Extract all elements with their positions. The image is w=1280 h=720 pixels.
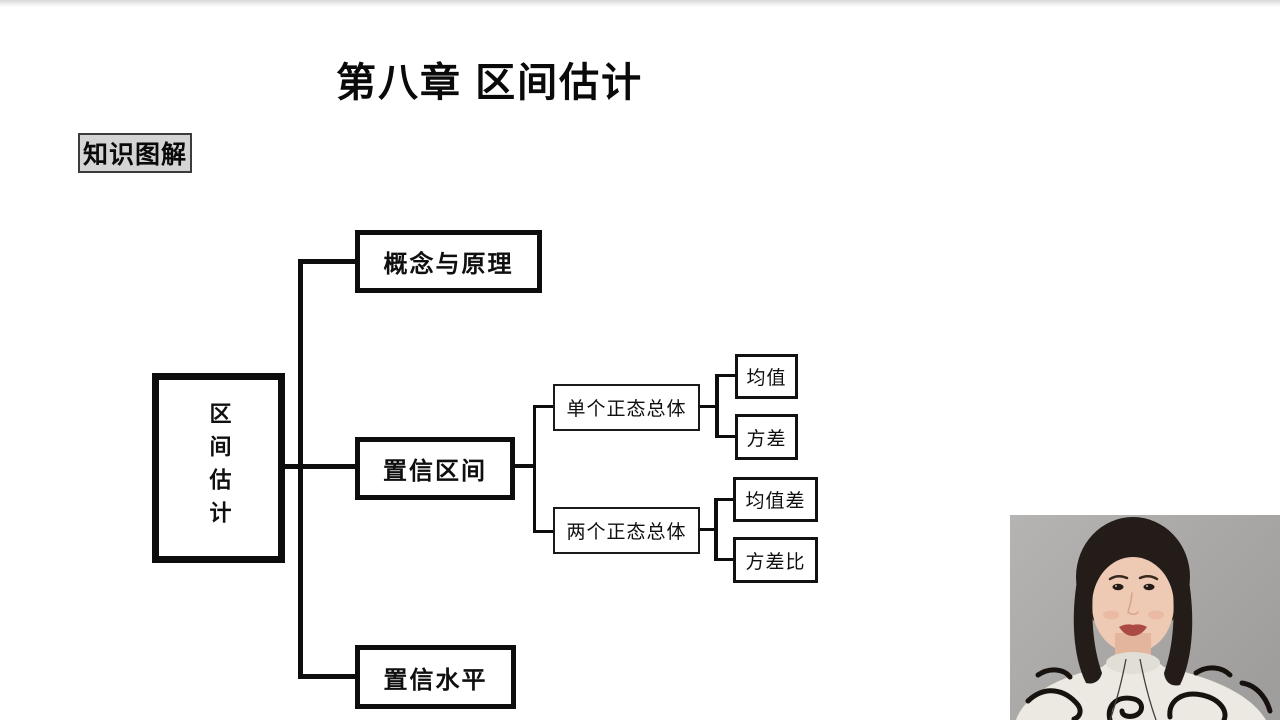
connector-ci-bracket xyxy=(533,405,536,533)
mindmap-node-confidence-interval: 置信区间 xyxy=(355,437,515,500)
mindmap-node-variance-ratio-label: 方差比 xyxy=(745,551,806,573)
connector-single-bracket xyxy=(715,374,719,438)
connector-two-out xyxy=(698,528,716,531)
presenter-webcam xyxy=(1010,515,1280,720)
connector-branch-concepts xyxy=(303,259,355,264)
slide-title: 第八章 区间估计 xyxy=(336,61,644,105)
mindmap-node-confidence-level: 置信水平 xyxy=(355,645,516,709)
mindmap-node-root-label: 区间估计 xyxy=(206,402,232,534)
presenter-illustration xyxy=(1010,515,1280,720)
mindmap-node-single-normal-label: 单个正态总体 xyxy=(566,399,687,420)
connector-trunk xyxy=(298,259,303,679)
mindmap-node-two-normal-label: 两个正态总体 xyxy=(566,522,687,543)
connector-single-to-mean xyxy=(715,374,735,377)
section-label-text: 知识图解 xyxy=(82,141,187,169)
section-label-badge: 知识图解 xyxy=(78,133,192,173)
connector-ci-to-single xyxy=(533,405,553,408)
mindmap-node-variance: 方差 xyxy=(735,414,798,460)
mindmap-node-variance-ratio: 方差比 xyxy=(733,537,818,583)
mindmap-node-concepts-label: 概念与原理 xyxy=(383,251,514,278)
mindmap-node-root: 区间估计 xyxy=(152,373,285,563)
connector-branch-confidence-level xyxy=(303,674,355,679)
mindmap-node-confidence-level-label: 置信水平 xyxy=(383,666,488,694)
connector-branch-confidence-interval xyxy=(303,464,355,469)
mindmap-node-mean-difference: 均值差 xyxy=(733,477,818,522)
mindmap-node-variance-label: 方差 xyxy=(746,428,787,450)
mindmap-node-mean-label: 均值 xyxy=(746,368,787,389)
connector-single-to-variance xyxy=(715,435,735,438)
connector-single-out xyxy=(698,405,718,408)
connector-ci-out xyxy=(513,464,535,468)
connector-root xyxy=(283,464,300,469)
connector-two-to-mean-diff xyxy=(714,498,733,501)
connector-ci-to-two xyxy=(533,530,553,533)
mindmap-node-mean: 均值 xyxy=(735,354,798,399)
mindmap-node-confidence-interval-label: 置信区间 xyxy=(383,458,487,485)
mindmap-node-two-normal: 两个正态总体 xyxy=(553,507,700,554)
top-edge-shadow xyxy=(0,0,1280,7)
connector-two-to-variance-ratio xyxy=(714,558,733,561)
mindmap-node-concepts: 概念与原理 xyxy=(355,230,542,293)
mindmap-node-mean-difference-label: 均值差 xyxy=(745,491,806,512)
mindmap-node-single-normal: 单个正态总体 xyxy=(553,384,700,431)
connector-two-bracket xyxy=(714,498,718,560)
